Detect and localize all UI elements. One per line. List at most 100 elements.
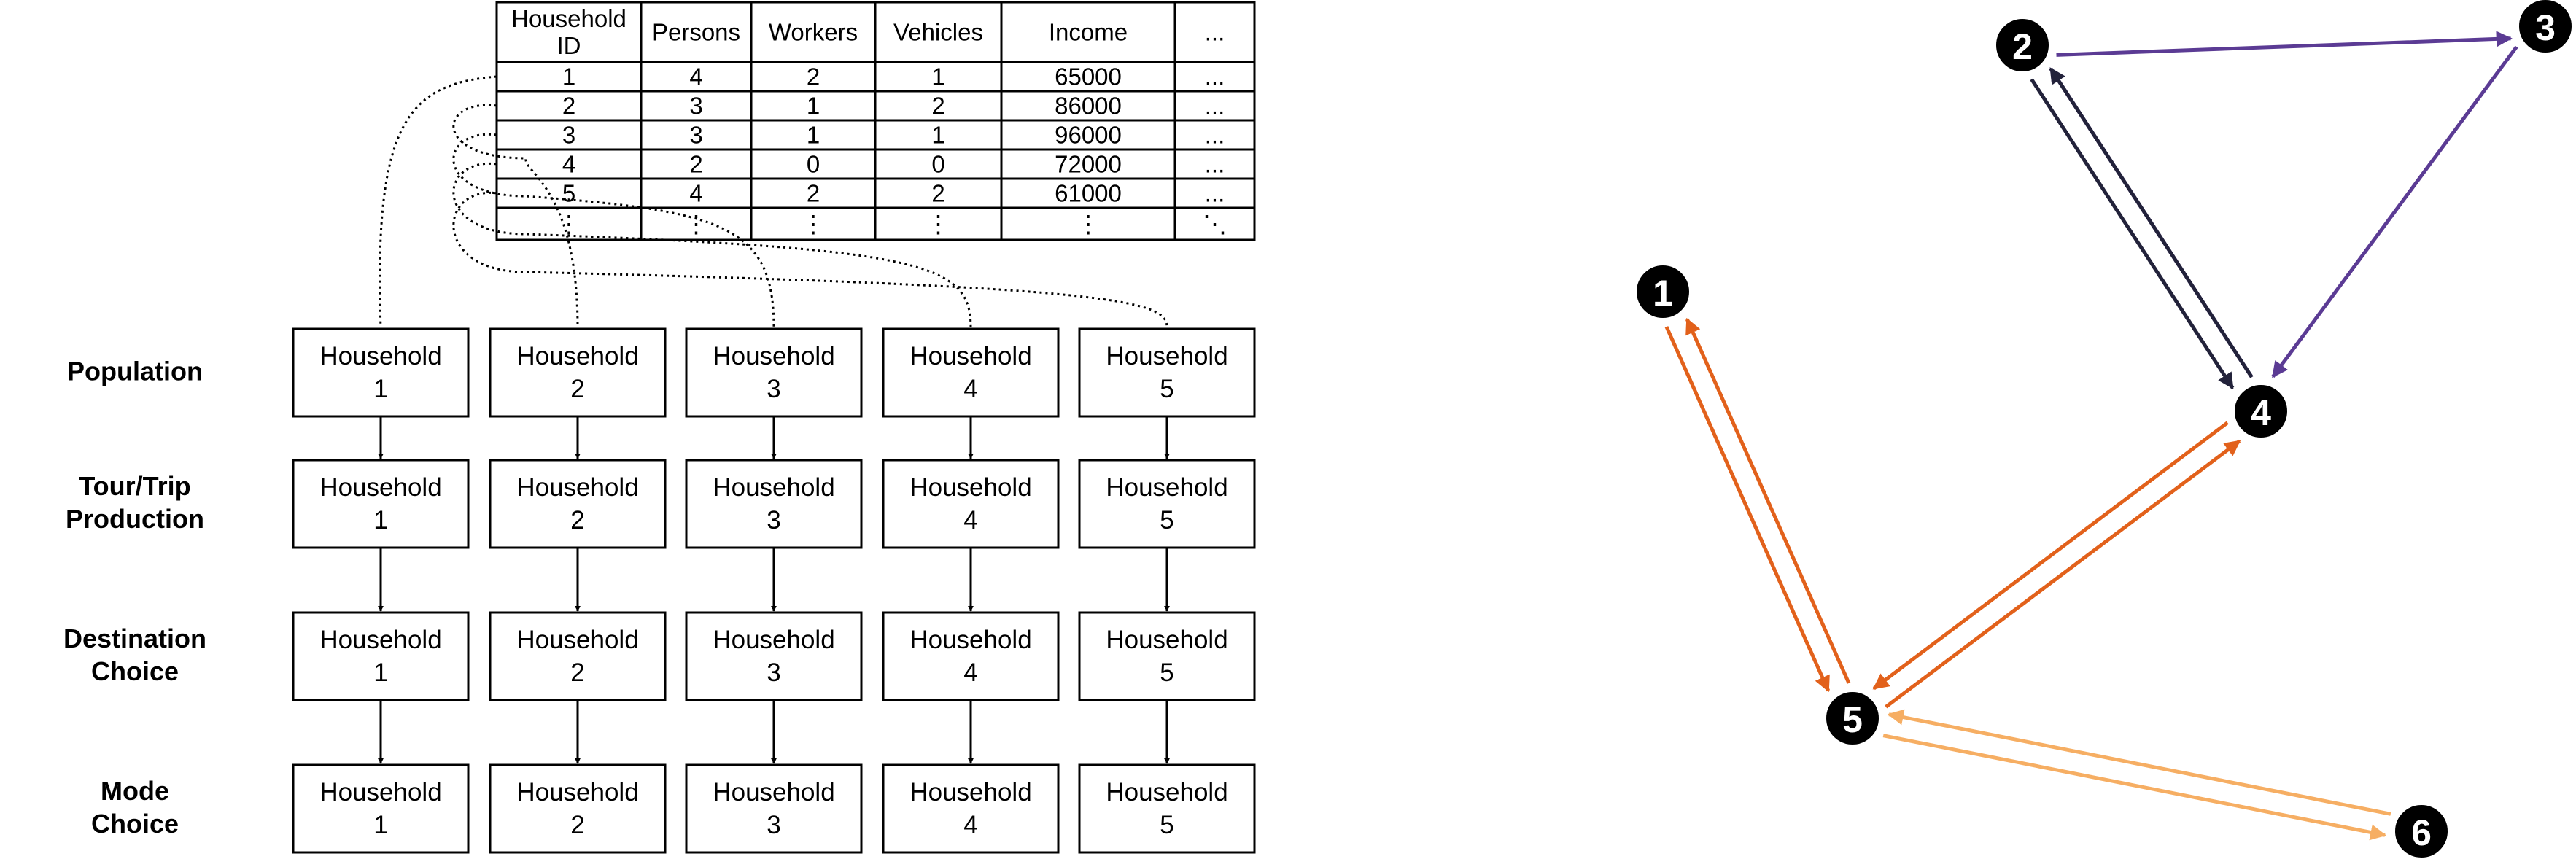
table-cell: 61000 (1055, 180, 1122, 207)
table-cell: 4 (689, 63, 702, 90)
table-cell: 1 (931, 63, 944, 90)
household-box (685, 763, 863, 854)
household-link (379, 75, 497, 328)
household-box (882, 763, 1060, 854)
network-edge (2056, 31, 2513, 57)
table-cell: ⋱ (1203, 211, 1227, 238)
table-cell: 1 (807, 93, 820, 120)
network-node (1634, 263, 1692, 321)
table-cell: 0 (931, 151, 944, 178)
table-cell: 1 (931, 122, 944, 149)
household-box (882, 611, 1060, 701)
stage-label: Population (67, 357, 203, 386)
table-header-cell: Income (1049, 19, 1128, 46)
network-edge (1872, 421, 2229, 691)
network-node-label: 2 (2012, 26, 2033, 67)
table-cell: 86000 (1055, 93, 1122, 120)
network-edge (2049, 67, 2254, 378)
table-cell: 72000 (1055, 151, 1122, 178)
table-cell: ⋮ (926, 211, 950, 238)
household-box (685, 459, 863, 549)
table-cell: 2 (562, 93, 575, 120)
network-node (2232, 382, 2290, 440)
table-cell: ⋮ (802, 211, 826, 238)
network-node-label: 3 (2535, 7, 2556, 48)
table-cell: 3 (562, 122, 575, 149)
network-edge (1887, 709, 2391, 816)
table-cell: 0 (807, 151, 820, 178)
network-node-label: 6 (2411, 812, 2432, 853)
table-header-cell: Persons (652, 19, 740, 46)
household-box (292, 763, 470, 854)
table-cell: ... (1205, 93, 1225, 120)
household-box (1078, 459, 1256, 549)
household-box (685, 611, 863, 701)
household-box (685, 327, 863, 418)
network-node (2516, 0, 2575, 55)
table-cell: 4 (562, 151, 575, 178)
household-link (452, 133, 775, 328)
network-node-label: 1 (1653, 273, 1673, 314)
table-cell: 1 (562, 63, 575, 90)
household-box (1078, 611, 1256, 701)
table-cell: ... (1205, 63, 1225, 90)
household-link (452, 191, 1168, 328)
table-cell: ... (1205, 180, 1225, 207)
network-edge (1885, 439, 2241, 709)
table-cell: 3 (689, 122, 702, 149)
network-edge (1664, 326, 1831, 693)
table-cell: ⋮ (1076, 211, 1101, 238)
table-cell: 5 (562, 180, 575, 207)
table-cell: 2 (807, 63, 820, 90)
table-header-cell: Workers (769, 19, 858, 46)
network-node-label: 5 (1842, 699, 1863, 740)
network-node (1993, 16, 2052, 74)
network-edge (1882, 734, 2387, 841)
household-box (489, 611, 667, 701)
household-box (292, 459, 470, 549)
table-header-cell: ... (1205, 19, 1225, 46)
household-box (489, 327, 667, 418)
table-cell: ⋮ (684, 211, 708, 238)
network-node-label: 4 (2251, 392, 2271, 433)
table-header-cell: Vehicles (893, 19, 983, 46)
table-cell: 96000 (1055, 122, 1122, 149)
household-box (489, 459, 667, 549)
network-node (2392, 802, 2451, 859)
network-edge (2271, 45, 2518, 378)
table-cell: 1 (807, 122, 820, 149)
network-edge (1685, 317, 1851, 684)
table-cell: 2 (807, 180, 820, 207)
table-cell: 4 (689, 180, 702, 207)
table-cell: 65000 (1055, 63, 1122, 90)
network-edge (2030, 78, 2235, 389)
household-box (489, 763, 667, 854)
household-box (1078, 763, 1256, 854)
household-box (292, 611, 470, 701)
table-cell: 3 (689, 93, 702, 120)
table-cell: 2 (689, 151, 702, 178)
